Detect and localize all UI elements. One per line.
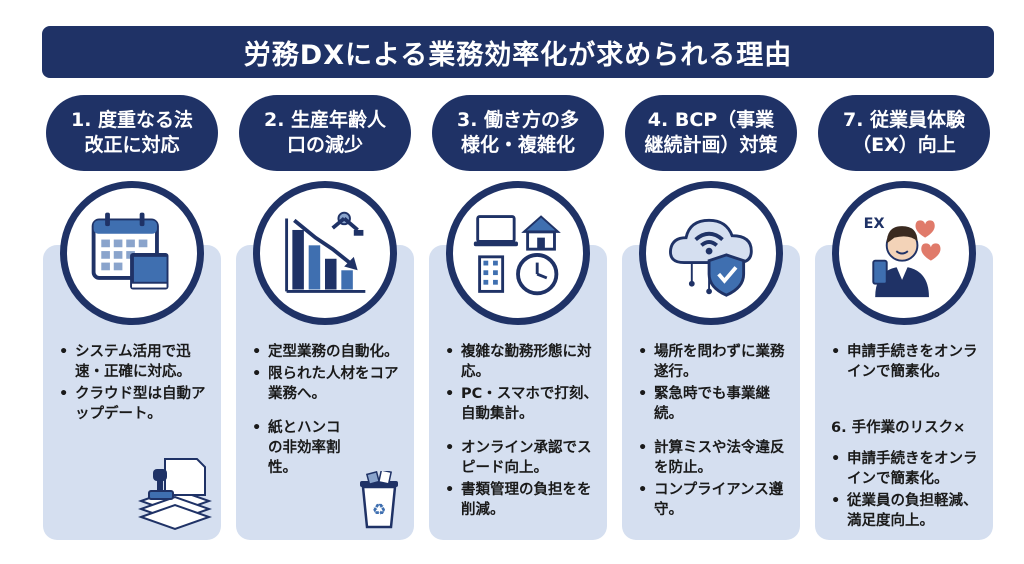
list-item: 緊急時でも事業継続。: [636, 384, 792, 424]
stamp-documents-icon: [137, 458, 213, 531]
employee-smartphone-hearts-icon: EX: [832, 181, 976, 325]
column-2: 2. 生産年齢人 口の減少 定型業務の自動化。 限られた人材をコア業務へ。 紙と…: [236, 95, 414, 540]
column-1: 1. 度重なる法 改正に対応 システム活用で迅速・正確に対応。 クラウド型は自動…: [43, 95, 221, 540]
declining-bar-chart-robot-arm-icon: [253, 181, 397, 325]
column-5: 7. 従業員体験 （EX）向上 EX 申請手続きをオンラインで簡素化。 6. 手…: [815, 95, 993, 540]
bullet-list: 申請手続きをオンラインで簡素化。 従業員の負担軽減、満足度向上。: [829, 449, 985, 531]
column-heading: 4. BCP（事業 継続計画）対策: [625, 95, 797, 171]
list-item: コンプライアンス遵守。: [636, 480, 792, 520]
title-banner: 労務DXによる業務効率化が求められる理由: [42, 26, 994, 78]
list-item: 従業員の負担軽減、満足度向上。: [829, 491, 985, 531]
calendar-book-icon: [60, 181, 204, 325]
list-item: 計算ミスや法令違反を防止。: [636, 438, 792, 478]
list-item: 紙とハンコの非効率割性。: [250, 418, 354, 478]
list-item: PC・スマホで打刻、自動集計。: [443, 384, 599, 424]
list-item: 場所を問わずに業務遂行。: [636, 342, 792, 382]
bullet-list: 場所を問わずに業務遂行。 緊急時でも事業継続。 計算ミスや法令違反を防止。 コン…: [636, 342, 792, 522]
list-item: オンライン承認でスピード向上。: [443, 438, 599, 478]
bullet-list: システム活用で迅速・正確に対応。 クラウド型は自動アップデート。: [57, 342, 213, 426]
column-4: 4. BCP（事業 継続計画）対策 場所を問わずに業務遂行。 緊急時でも事業継続…: [622, 95, 800, 540]
subheading: 6. 手作業のリスク×: [831, 420, 966, 436]
subsection: 6. 手作業のリスク× 申請手続きをオンラインで簡素化。 従業員の負担軽減、満足…: [829, 400, 985, 533]
laptop-house-building-clock-icon: [446, 181, 590, 325]
recycle-bin-icon: ♻: [360, 471, 398, 529]
list-item: 書類管理の負担をを削減。: [443, 480, 599, 520]
page-title: 労務DXによる業務効率化が求められる理由: [243, 39, 793, 71]
list-item: 限られた人材をコア業務へ。: [250, 364, 406, 404]
bullet-list: 申請手続きをオンラインで簡素化。: [829, 342, 985, 384]
list-item: 申請手続きをオンラインで簡素化。: [829, 342, 985, 382]
column-heading: 3. 働き方の多 様化・複雑化: [432, 95, 604, 171]
column-3: 3. 働き方の多 様化・複雑化 複雑な勤務形態に対応。 PC・スマホで打刻、自動…: [429, 95, 607, 540]
bullet-list: 複雑な勤務形態に対応。 PC・スマホで打刻、自動集計。 オンライン承認でスピード…: [443, 342, 599, 522]
list-item: システム活用で迅速・正確に対応。: [57, 342, 213, 382]
list-item: 定型業務の自動化。: [250, 342, 406, 362]
column-heading: 7. 従業員体験 （EX）向上: [818, 95, 990, 171]
cloud-wifi-shield-icon: [639, 181, 783, 325]
list-item: 申請手続きをオンラインで簡素化。: [829, 449, 985, 489]
svg-text:♻: ♻: [372, 500, 386, 519]
list-item: クラウド型は自動アップデート。: [57, 384, 213, 424]
column-heading: 1. 度重なる法 改正に対応: [46, 95, 218, 171]
column-heading: 2. 生産年齢人 口の減少: [239, 95, 411, 171]
bullet-list: 定型業務の自動化。 限られた人材をコア業務へ。 紙とハンコの非効率割性。: [250, 342, 406, 480]
list-item: 複雑な勤務形態に対応。: [443, 342, 599, 382]
icon-label: EX: [864, 216, 885, 232]
